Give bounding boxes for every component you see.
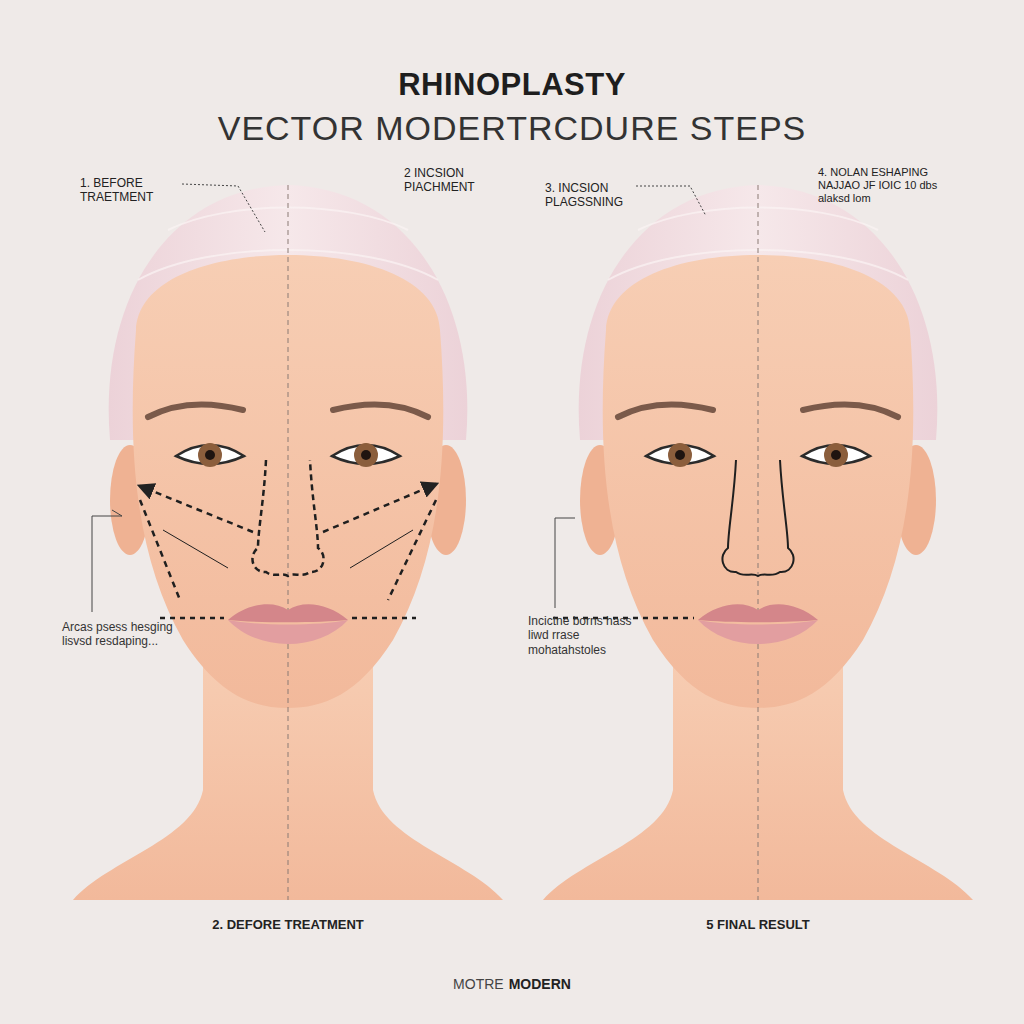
leader-line	[182, 184, 265, 232]
step-label: 1. BEFORE TRAETMENT	[80, 176, 180, 205]
note: Arcas psess hesging lisvsd resdaping...	[62, 620, 174, 649]
incision-line	[388, 500, 436, 600]
leader-line	[555, 518, 575, 608]
step-label: 2 INCSION PIACHMENT	[404, 166, 509, 195]
incision-arrow	[140, 486, 253, 532]
brand-word: MODERN	[509, 976, 571, 993]
incision-arrow	[323, 484, 436, 532]
subtitle: VECTOR MODERTRCDURE STEPS	[0, 108, 1024, 149]
face-before	[73, 185, 503, 900]
step-label: 4. NOLAN ESHAPING NAJJAO JF IOIC 10 dbs …	[818, 166, 966, 206]
step-caption: 5 FINAL RESULT	[608, 917, 908, 933]
guide-line	[163, 530, 413, 568]
leader-line	[636, 186, 706, 216]
face-after	[543, 185, 973, 900]
step-caption: 2. DEFORE TREATMENT	[138, 917, 438, 933]
step-label: 3. INCSION PLAGSSNING	[545, 181, 637, 210]
lip-line	[160, 617, 416, 620]
nose-outline	[722, 460, 793, 576]
leader-line	[92, 510, 122, 612]
title: RHINOPLASTY	[0, 66, 1024, 103]
incision-line	[140, 500, 180, 600]
note: Incictne borns hass liwd rrase mohatahst…	[528, 614, 638, 657]
brand-word: MOTRE	[453, 976, 504, 993]
nose-outline	[252, 460, 323, 576]
